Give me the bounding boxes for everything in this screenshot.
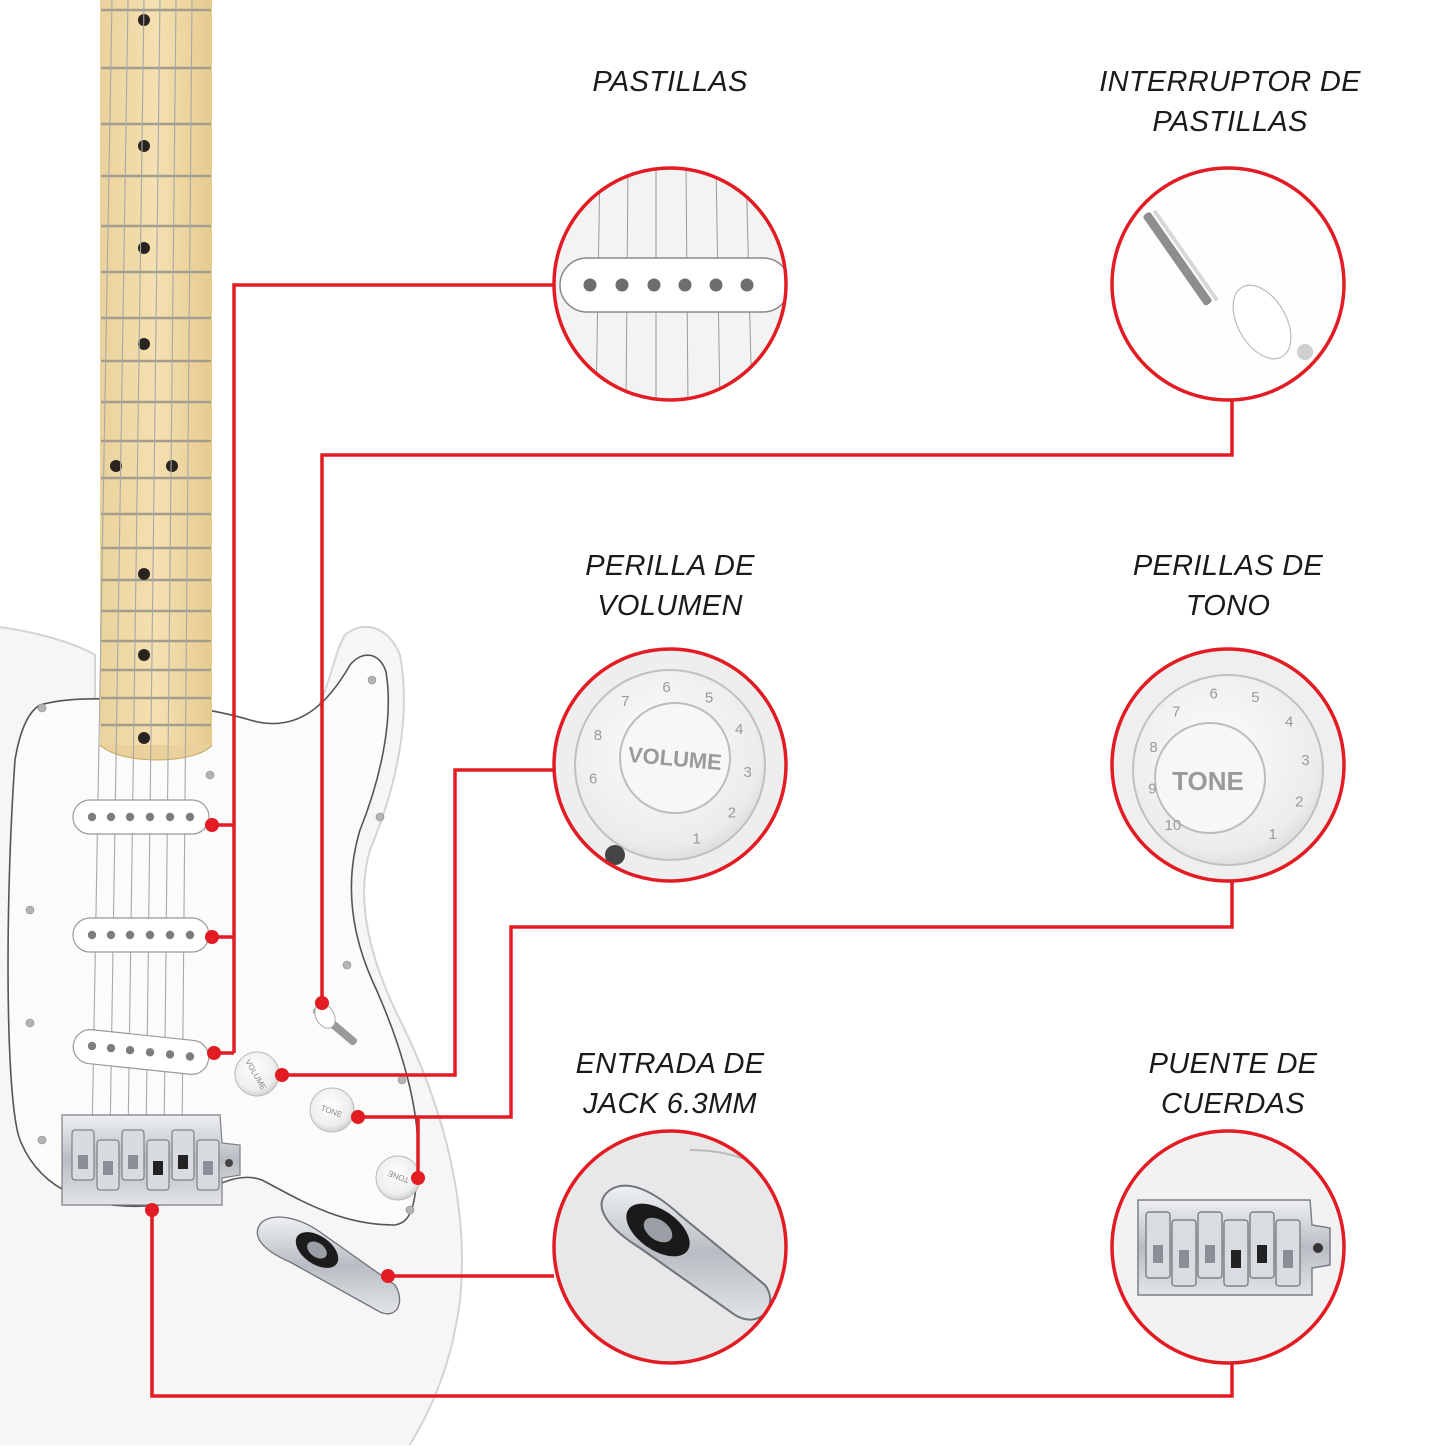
tone-number-3: 7 — [1172, 704, 1180, 721]
pole-0-2 — [125, 812, 135, 822]
connector-volume — [282, 768, 554, 1077]
inlay-dot-4 — [110, 460, 122, 472]
pole-0-1 — [106, 812, 116, 822]
body-tone-knob: TONE — [309, 1087, 355, 1133]
fret-inlays — [110, 14, 178, 744]
zoom-saddle-screw-4 — [1257, 1245, 1267, 1263]
neck-pickup — [72, 799, 210, 835]
pole-0-5 — [185, 812, 195, 822]
zoom-pickup-switch — [1110, 166, 1346, 402]
connector-lines — [150, 283, 1234, 1398]
fret-wires — [101, 8, 211, 727]
zoom-saddle-screw-2 — [1205, 1245, 1215, 1263]
pole-2-1 — [106, 1043, 116, 1053]
label-volume-knob: PERILLA DE VOLUMEN — [585, 550, 755, 622]
pole-1-1 — [106, 930, 116, 940]
saddle-screw-3 — [153, 1161, 163, 1175]
inlay-dot-5 — [166, 460, 178, 472]
tone-scale: 10 9 8 7 6 5 4 3 2 1 — [1148, 685, 1309, 843]
pole-1-0 — [87, 930, 97, 940]
pole-2-5 — [185, 1052, 195, 1061]
body-pickups — [72, 799, 210, 1075]
connector-tone — [358, 881, 1234, 1119]
label-pickups: PASTILLAS — [592, 66, 748, 98]
volume-number-7: 2 — [728, 804, 736, 821]
connector-dots — [145, 818, 425, 1283]
volume-number-6: 3 — [744, 764, 752, 781]
label-tone-knobs: PERILLAS DE TONO — [1132, 550, 1324, 622]
zoom-saddle-screw-0 — [1153, 1245, 1163, 1263]
volume-number-8: 1 — [693, 830, 701, 847]
zoom-saddle-screw-1 — [1179, 1250, 1189, 1268]
bridge-saddles — [71, 1129, 220, 1191]
body-pickup-switch — [312, 1003, 358, 1046]
saddle-screw-4 — [178, 1155, 188, 1169]
volume-number-5: 4 — [735, 721, 743, 738]
volume-number-3: 6 — [662, 679, 670, 696]
connector-switch — [320, 400, 1234, 1003]
inlay-dot-6 — [138, 568, 150, 580]
zoom-tone-text: TONE — [1172, 766, 1244, 796]
saddle-screw-2 — [128, 1155, 138, 1169]
zoom-jack-input — [552, 1129, 788, 1365]
connector-pickups — [232, 283, 554, 1053]
zoom-saddle-screw-5 — [1283, 1250, 1293, 1268]
connector-bridge — [150, 1210, 1234, 1398]
pole-2-4 — [165, 1050, 175, 1059]
tone-number-9: 1 — [1269, 826, 1277, 843]
inlay-dot-7 — [138, 649, 150, 661]
zoom-saddle-screw-3 — [1231, 1250, 1241, 1268]
tone-number-8: 2 — [1295, 794, 1303, 811]
pole-2-0 — [87, 1041, 97, 1051]
tone-number-6: 4 — [1285, 714, 1293, 731]
tone-number-7: 3 — [1301, 752, 1309, 769]
body-jack-plate — [256, 1216, 401, 1315]
saddle-screw-0 — [78, 1155, 88, 1169]
label-jack-input: ENTRADA DE JACK 6.3MM — [575, 1048, 765, 1120]
label-pickup-switch: INTERRUPTOR DE PASTILLAS — [1099, 66, 1361, 138]
volume-number-1: 8 — [594, 727, 602, 744]
tone-number-5: 5 — [1251, 689, 1259, 706]
pole-0-0 — [87, 812, 97, 822]
tone-number-4: 6 — [1210, 685, 1218, 702]
pole-pieces — [87, 812, 195, 1061]
inlay-dot-3 — [138, 338, 150, 350]
volume-scale: 6 8 7 6 5 4 3 2 1 — [589, 679, 752, 847]
body-tone-knob-2: TONE — [375, 1155, 421, 1201]
zoom-string-bridge — [1110, 1129, 1346, 1365]
tone-number-2: 8 — [1149, 739, 1157, 756]
inlay-dot-2 — [138, 242, 150, 254]
pole-1-2 — [125, 930, 135, 940]
saddle-screw-5 — [203, 1161, 213, 1175]
inlay-dot-8 — [138, 732, 150, 744]
pole-1-3 — [145, 930, 155, 940]
body-bridge — [61, 1114, 241, 1206]
zoom-pickup — [552, 166, 788, 402]
pole-1-5 — [185, 930, 195, 940]
tone-number-0: 10 — [1165, 817, 1182, 834]
zoom-tone-knob: TONE 10 9 8 7 6 5 4 3 2 1 — [1110, 647, 1346, 883]
saddle-screw-1 — [103, 1161, 113, 1175]
volume-number-0: 6 — [589, 771, 597, 788]
label-string-bridge: PUENTE DE CUERDAS — [1148, 1048, 1318, 1120]
body-volume-knob: VOLUME — [234, 1051, 280, 1097]
tone-number-1: 9 — [1148, 781, 1156, 798]
volume-number-4: 5 — [705, 689, 713, 706]
pole-1-4 — [165, 930, 175, 940]
inlay-dot-1 — [138, 140, 150, 152]
pole-0-3 — [145, 812, 155, 822]
volume-number-2: 7 — [621, 693, 629, 710]
pole-2-3 — [145, 1048, 155, 1057]
pole-2-2 — [125, 1046, 135, 1055]
guitar-neck — [99, 0, 213, 761]
zoom-bridge-saddles — [1145, 1211, 1301, 1287]
bridge-pickup — [72, 1029, 210, 1075]
pole-0-4 — [165, 812, 175, 822]
